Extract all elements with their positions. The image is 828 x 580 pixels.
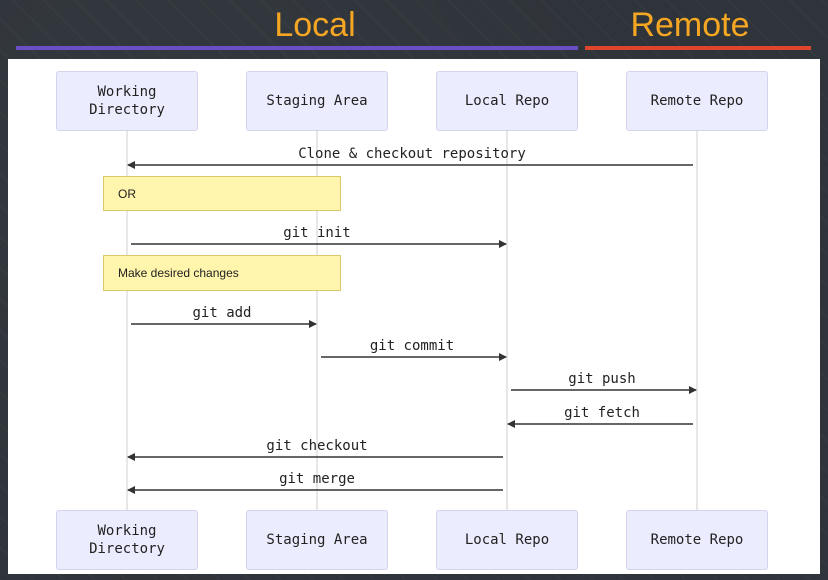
sequence-diagram-panel: Working Directory Staging Area Local Rep… <box>8 59 820 574</box>
local-section-label: Local <box>274 6 356 44</box>
message-label-clone: Clone & checkout repository <box>298 146 526 162</box>
remote-section-label: Remote <box>630 6 750 44</box>
message-label-git-commit: git commit <box>369 338 455 354</box>
message-label-git-add: git add <box>192 305 252 321</box>
message-label-git-init: git init <box>283 225 351 241</box>
message-label-git-checkout: git checkout <box>266 438 368 454</box>
actor-bottom-working-directory: Working Directory <box>56 510 198 570</box>
message-label-git-push: git push <box>568 371 636 387</box>
actor-bottom-staging-area: Staging Area <box>246 510 388 570</box>
actor-top-staging-area: Staging Area <box>246 71 388 131</box>
note-make-desired-changes: Make desired changes <box>103 255 341 291</box>
actor-top-local-repo: Local Repo <box>436 71 578 131</box>
actor-top-remote-repo: Remote Repo <box>626 71 768 131</box>
remote-section-underline <box>585 46 811 50</box>
message-label-git-fetch: git fetch <box>564 405 640 421</box>
message-label-git-merge: git merge <box>279 471 355 487</box>
note-or: OR <box>103 176 341 211</box>
actor-bottom-remote-repo: Remote Repo <box>626 510 768 570</box>
local-section-underline <box>16 46 578 50</box>
actor-bottom-local-repo: Local Repo <box>436 510 578 570</box>
actor-top-working-directory: Working Directory <box>56 71 198 131</box>
